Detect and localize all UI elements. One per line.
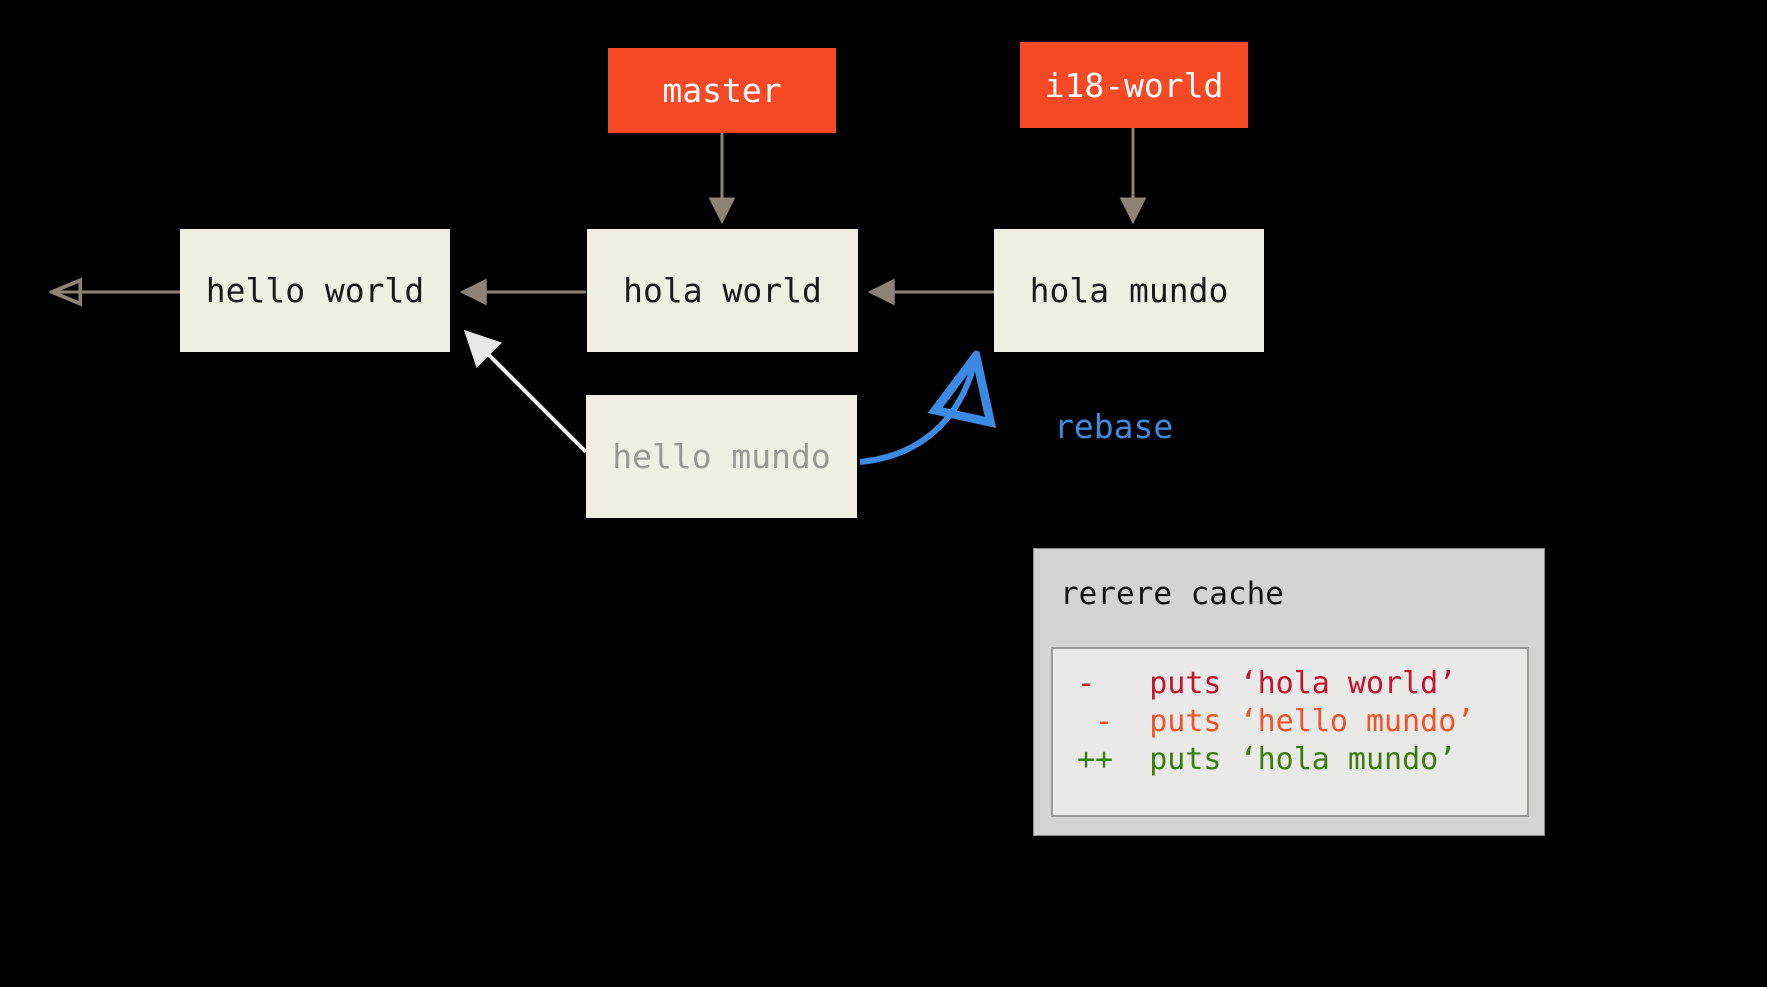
commit-label-hello-world: hello world	[205, 271, 425, 310]
rebase-annotation-label: rebase	[1054, 407, 1174, 446]
branch-label-i18-world[interactable]: i18-world	[1020, 42, 1248, 128]
branch-label-master-text: master	[662, 71, 782, 110]
diff-line-removed-dark: - puts ‘hola world’	[1077, 666, 1457, 701]
edge-rebase-curve	[859, 356, 976, 465]
commit-label-hello-mundo: hello mundo	[612, 437, 831, 476]
commit-node-hola-world[interactable]: hola world	[587, 229, 858, 352]
commit-node-hello-world[interactable]: hello world	[180, 229, 450, 352]
branch-label-i18-world-text: i18-world	[1044, 65, 1224, 105]
diff-line-removed-light: - puts ‘hello mundo’	[1077, 704, 1475, 739]
branch-label-master[interactable]: master	[608, 48, 836, 133]
diff-line-added: ++ puts ‘hola mundo’	[1077, 742, 1457, 777]
rerere-diff-block: - puts ‘hola world’ - puts ‘hello mundo’…	[1051, 647, 1529, 817]
commit-label-hola-world: hola world	[623, 271, 822, 310]
commit-node-hello-mundo[interactable]: hello mundo	[586, 395, 857, 518]
rerere-cache-panel: rerere cache - puts ‘hola world’ - puts …	[1033, 548, 1545, 836]
edge-hello-mundo-to-hello-world	[463, 329, 588, 454]
commit-label-hola-mundo: hola mundo	[1029, 271, 1229, 310]
commit-node-hola-mundo[interactable]: hola mundo	[994, 229, 1264, 352]
rerere-cache-title: rerere cache	[1060, 576, 1284, 612]
